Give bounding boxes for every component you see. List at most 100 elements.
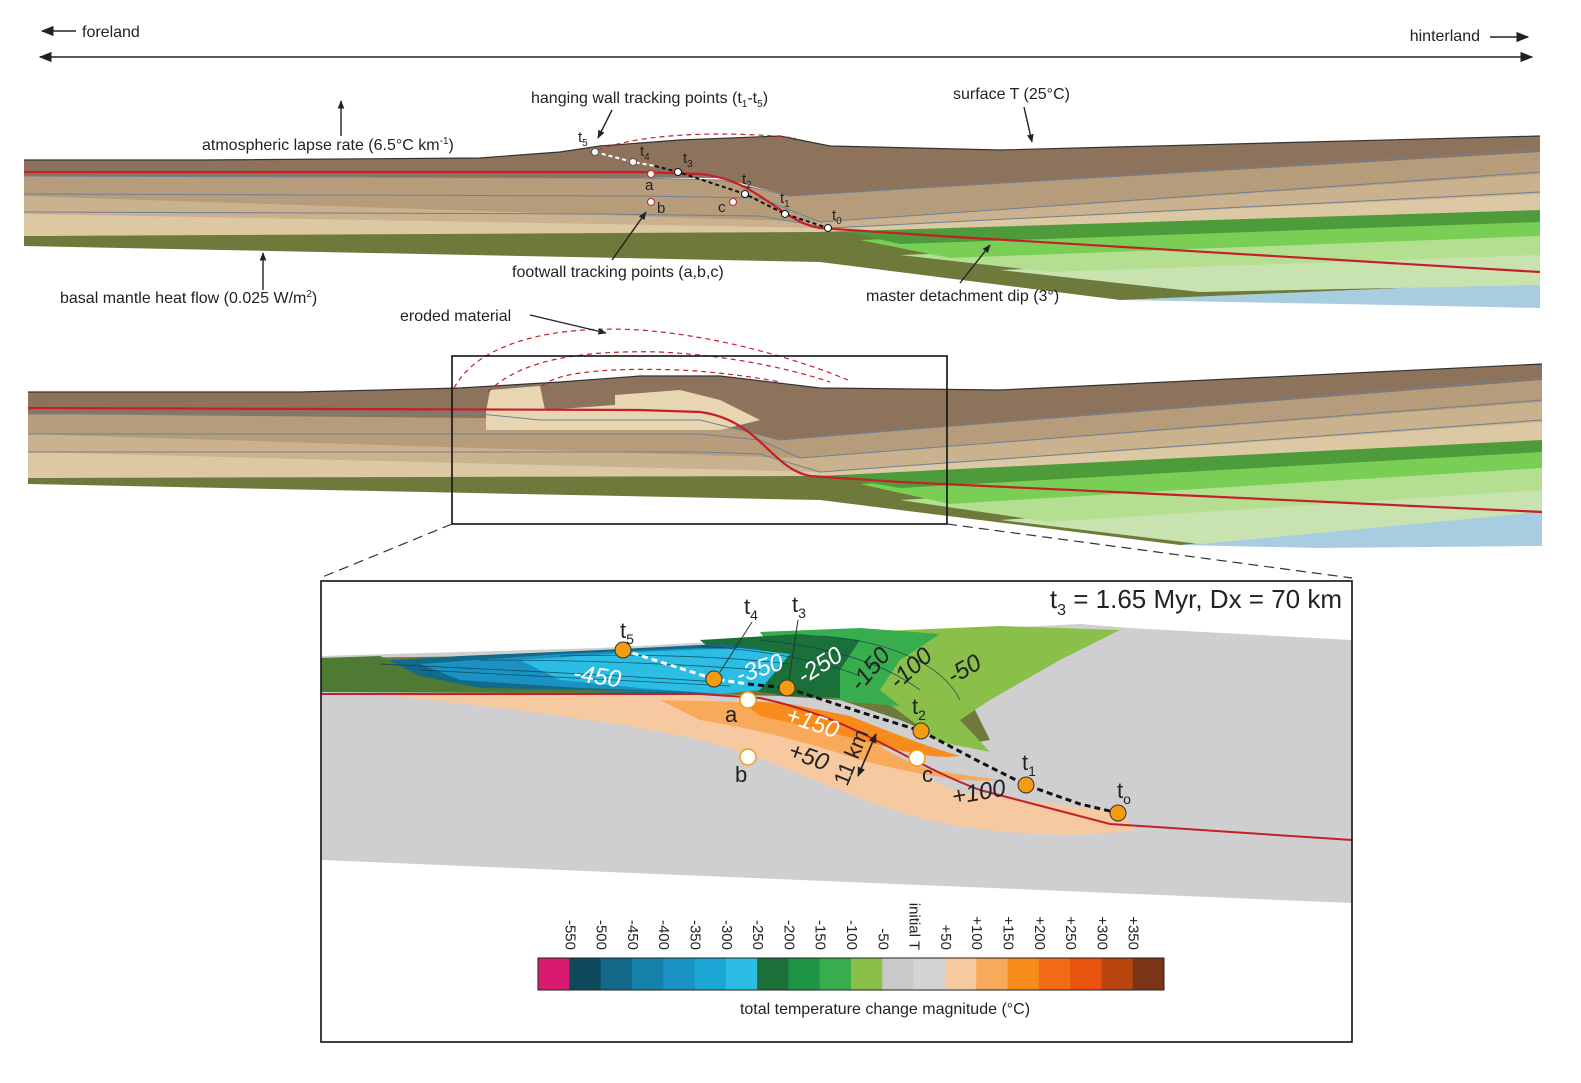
hinterland-label: hinterland <box>1410 28 1480 45</box>
colorbar-swatch <box>882 958 915 990</box>
colorbar-tick-label: +350 <box>1125 916 1142 950</box>
top-layer-brown <box>24 136 1540 196</box>
footwall-points-arrow <box>611 211 647 261</box>
colorbar-swatch <box>819 958 852 990</box>
top-label-t4: t4 <box>640 143 650 163</box>
inset-label-t2: t2 <box>912 694 926 723</box>
footwall-points-label: footwall tracking points (a,b,c) <box>512 264 724 281</box>
top-label-t1: t1 <box>780 190 790 210</box>
top-layer-tan-2 <box>24 172 1540 228</box>
inset-label-t3: t3 <box>792 592 806 621</box>
thickness-bar <box>857 733 877 777</box>
inset-label-t1: t1 <box>1022 750 1036 779</box>
colorbar-swatch <box>913 958 946 990</box>
colorbar: -550-500-450-400-350-300-250-200-150-100… <box>537 903 1165 1018</box>
top-basin-blue <box>1120 282 1540 308</box>
inset-cold-green-light <box>860 626 1120 752</box>
hanging-wall-points-label: hanging wall tracking points (t1-t5) <box>531 90 768 110</box>
lapse-rate-label: atmospheric lapse rate (6.5°C km-1) <box>202 136 454 154</box>
colorbar-swatch <box>851 958 883 990</box>
colorbar-outline <box>537 957 1165 991</box>
mid-boundary-2 <box>28 399 1543 459</box>
colorbar-tick-label: +200 <box>1031 916 1048 950</box>
top-label-t2: t2 <box>742 171 752 191</box>
mid-layer-green-light <box>900 464 1542 522</box>
colorbar-tick-label: +250 <box>1062 916 1079 950</box>
inset-cold-blue-light <box>520 648 790 694</box>
colorbar-tick-label: -350 <box>687 920 704 950</box>
colorbar-tick-label: -550 <box>561 920 578 950</box>
top-point-c <box>729 198 737 206</box>
top-annotations: hanging wall tracking points (t1-t5) sur… <box>60 86 1070 307</box>
inset-hw-trajectory-black <box>747 682 1119 815</box>
colorbar-swatch <box>1101 958 1134 990</box>
top-label-a: a <box>645 177 654 194</box>
inset-warm-light <box>395 696 1135 835</box>
mid-boundary-3 <box>28 419 1543 473</box>
colorbar-tick-label: -400 <box>655 920 672 950</box>
inset-cold-olive-front <box>321 656 700 692</box>
inset-point-labels: t5 t4 t3 t2 t1 to a b c <box>620 592 1131 807</box>
top-point-a <box>647 170 655 178</box>
inset-label-t4: t4 <box>744 594 758 623</box>
inset-t3-leader <box>788 619 799 681</box>
inset-extent-box <box>451 355 948 525</box>
inset-point-a <box>739 691 757 709</box>
top-layer-green-pale <box>1000 250 1540 292</box>
top-boundary-2 <box>23 171 1541 223</box>
foreland-label: foreland <box>82 24 140 41</box>
colorbar-tick-label: -150 <box>812 920 829 950</box>
colorbar-ticks: -550-500-450-400-350-300-250-200-150-100… <box>561 903 1141 950</box>
colorbar-swatches <box>538 958 1165 990</box>
top-point-labels: t5 t4 t3 t2 t1 t0 a b c <box>578 129 842 227</box>
inset-point-t2 <box>912 722 930 740</box>
mid-layer-brown <box>28 364 1542 440</box>
inset-label-c: c <box>922 762 933 787</box>
top-point-t1 <box>781 210 789 218</box>
colorbar-tick-label: +50 <box>937 925 954 950</box>
inset-t4-leader <box>719 621 753 673</box>
inset-projection-left <box>319 523 453 579</box>
middle-cross-section: eroded material <box>27 308 1543 548</box>
colorbar-label: total temperature change magnitude (°C) <box>740 1001 1030 1018</box>
inset-label-b: b <box>735 762 747 787</box>
inset-title: t3 = 1.65 Myr, Dx = 70 km <box>1050 584 1342 619</box>
inset-label-t5: t5 <box>620 618 634 647</box>
top-point-t4 <box>629 158 637 166</box>
surface-t-label: surface T (25°C) <box>953 86 1070 103</box>
colorbar-tick-label: -100 <box>843 920 860 950</box>
detachment-label: master detachment dip (3°) <box>866 288 1059 305</box>
top-layer-tan-1 <box>24 150 1540 222</box>
colorbar-tick-label: -250 <box>749 920 766 950</box>
heat-flow-label: basal mantle heat flow (0.025 W/m2) <box>60 289 317 307</box>
inset-label-a: a <box>725 702 738 727</box>
hanging-wall-points-arrow <box>597 109 613 139</box>
inset-point-t0 <box>1109 804 1127 822</box>
colorbar-tick-label: initial T <box>906 903 923 950</box>
inset-point-t1 <box>1017 776 1035 794</box>
colorbar-swatch <box>725 958 758 990</box>
mid-layer-green-pale <box>1000 486 1542 544</box>
eroded-material-label: eroded material <box>400 308 511 325</box>
colorbar-swatch <box>694 958 727 990</box>
inset-tracking-points <box>614 641 1127 822</box>
top-layer-green-dark <box>830 206 1540 244</box>
mid-eroded-outline-3 <box>541 368 781 387</box>
colorbar-tick-label: -50 <box>874 928 891 950</box>
colorbar-tick-label: +100 <box>968 916 985 950</box>
top-label-b: b <box>657 200 665 217</box>
top-cross-section: t5 t4 t3 t2 t1 t0 a b c <box>23 129 1541 308</box>
top-surface-line <box>24 135 1541 161</box>
contour-label-m450: -450 <box>571 660 623 694</box>
mid-layer-green-mid <box>860 448 1542 504</box>
inset-point-t3 <box>778 679 796 697</box>
top-layer-green-mid <box>860 218 1540 258</box>
inset-projection-right <box>946 523 1353 579</box>
colorbar-tick-label: -500 <box>593 920 610 950</box>
colorbar-swatch <box>788 958 821 990</box>
inset-panel: t5 t4 t3 t2 t1 to a b c -450 -350 -250 -… <box>320 580 1353 1043</box>
eroded-material-arrow <box>529 314 607 335</box>
top-boundary-1 <box>23 149 1541 197</box>
top-point-t0 <box>824 224 832 232</box>
inset-master-fault <box>321 693 1353 841</box>
